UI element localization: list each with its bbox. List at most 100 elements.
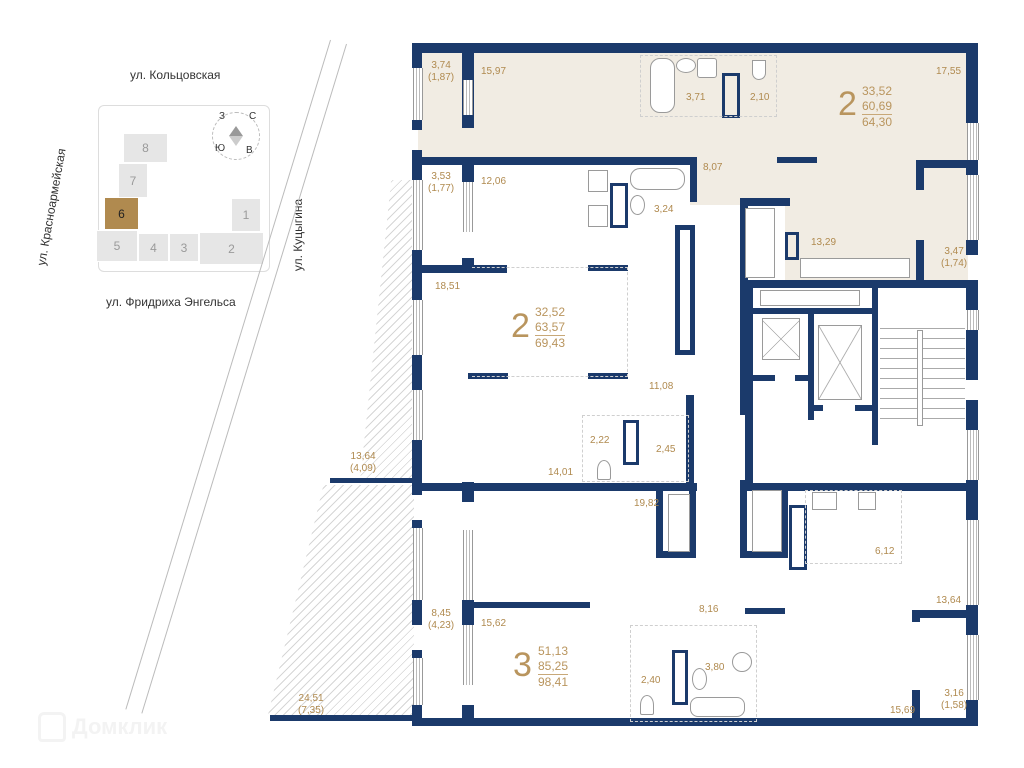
shaft	[760, 290, 860, 306]
balcony-door	[463, 182, 473, 232]
elevator-large-icon	[818, 325, 862, 400]
wall	[855, 405, 875, 411]
wall	[777, 157, 817, 163]
compass: З С Ю В	[212, 111, 260, 160]
wall	[785, 232, 799, 260]
wall	[966, 330, 978, 380]
toilet-icon	[752, 60, 766, 80]
area-label: 15,97	[481, 66, 507, 77]
wall	[745, 608, 785, 614]
wall	[745, 285, 753, 485]
wall	[412, 150, 422, 180]
block-6[interactable]: 6	[104, 197, 139, 230]
bathtub-icon	[630, 168, 685, 190]
street-south: ул. Фридриха Энгельса	[106, 295, 236, 309]
wall	[795, 375, 810, 381]
window	[413, 300, 423, 355]
wall	[966, 43, 978, 123]
wall	[745, 375, 775, 381]
fridge-icon	[752, 490, 782, 552]
washer-icon	[732, 652, 752, 672]
kitchen-zone	[472, 267, 628, 377]
wall	[745, 280, 970, 288]
area-label: 13,64(4,09)	[350, 451, 377, 474]
block-1[interactable]: 1	[231, 198, 261, 232]
room-count: 2	[838, 85, 857, 123]
area-label: 19,82	[634, 498, 660, 509]
wall	[745, 308, 878, 314]
wall	[912, 610, 920, 622]
window	[413, 390, 423, 440]
area-label: 2,22	[590, 435, 610, 446]
toilet-icon	[640, 695, 654, 715]
terrace-upper	[360, 180, 412, 482]
wall	[412, 43, 978, 53]
wc-zone	[582, 415, 689, 482]
area-label: 2,45	[656, 444, 676, 455]
window	[967, 430, 979, 480]
wall	[412, 43, 422, 68]
wall	[740, 483, 788, 558]
sink-icon	[692, 668, 707, 690]
area-label: 13,29	[811, 237, 837, 248]
wall	[588, 265, 628, 271]
area-label: 3,80	[705, 662, 725, 673]
room-count: 2	[511, 307, 530, 345]
compass-s: Ю	[215, 143, 226, 154]
window	[967, 310, 979, 330]
domclick-logo-icon	[38, 712, 66, 742]
kitchen-niche-zone	[805, 490, 902, 564]
block-3[interactable]: 3	[169, 233, 199, 262]
block-7[interactable]: 7	[118, 163, 148, 198]
block-5[interactable]: 5	[96, 230, 138, 262]
window	[413, 528, 423, 600]
window	[967, 520, 979, 605]
area-label: 13,64	[936, 595, 962, 606]
wall	[916, 160, 971, 168]
wall	[412, 718, 978, 726]
area-label: 18,51	[435, 281, 461, 292]
balcony-door	[463, 530, 473, 600]
site-outline	[98, 105, 270, 272]
wall	[740, 483, 970, 491]
wall	[412, 265, 507, 273]
area-label: 3,47(1,74)	[941, 246, 968, 269]
block-2[interactable]: 2	[199, 232, 264, 265]
area-label: 2,10	[750, 92, 770, 103]
area-label: 2,40	[641, 675, 661, 686]
balcony-door	[463, 80, 473, 115]
wall	[412, 120, 422, 130]
area-label: 8,07	[703, 162, 723, 173]
block-8[interactable]: 8	[123, 133, 168, 163]
wall	[740, 205, 748, 415]
area-label: 3,24	[654, 204, 674, 215]
block-4[interactable]: 4	[138, 233, 169, 262]
area-label: 17,55	[936, 66, 962, 77]
sink-icon	[812, 492, 837, 510]
sink-icon	[588, 205, 608, 227]
area-label: 3,16(1,58)	[941, 688, 968, 711]
wall	[623, 420, 639, 465]
area-label: 15,62	[481, 618, 507, 629]
wall	[675, 225, 695, 355]
wall	[412, 650, 422, 658]
wall	[412, 520, 422, 528]
wall	[412, 705, 422, 725]
wall	[912, 690, 920, 720]
wall	[610, 183, 628, 228]
wall	[872, 285, 878, 445]
wall	[808, 405, 823, 411]
area-label: 3,74(1,87)	[428, 60, 455, 83]
stair-handrail	[917, 330, 923, 426]
wall	[740, 198, 790, 206]
wall	[412, 483, 697, 491]
bath-zone	[630, 625, 757, 722]
window	[967, 123, 979, 160]
sink-icon	[630, 195, 645, 215]
wall	[462, 705, 474, 725]
watermark-text: Домклик	[72, 714, 168, 739]
sink-icon	[676, 58, 696, 73]
street-north: ул. Кольцовская	[130, 68, 221, 82]
